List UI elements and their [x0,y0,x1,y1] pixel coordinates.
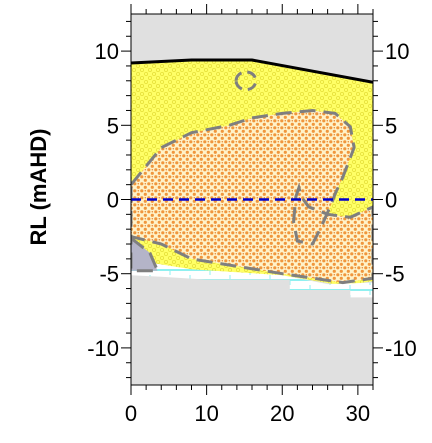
y-tick-label: 5 [385,113,397,138]
axis-ticks [121,4,383,395]
y-tick-label: 5 [107,113,119,138]
y-tick-label: -10 [87,336,119,361]
y-tick-label: -10 [385,336,417,361]
small-lens-outline [234,70,258,92]
ground-surface-line [131,58,373,84]
x-tick-label: 20 [270,401,294,426]
y-tick-labels-right: 10 5 0 -5 -10 [385,39,417,361]
y-tick-label: -5 [385,262,405,287]
orange-dotted-layer [131,108,373,285]
y-tick-labels-left: 10 5 0 -5 -10 [87,39,119,361]
y-tick-label: 10 [95,39,119,64]
y-axis-label: RL (mAHD) [26,129,51,246]
x-tick-label: 10 [194,401,218,426]
y-tick-label: 10 [385,39,409,64]
y-tick-label: -5 [99,262,119,287]
y-tick-label: 0 [385,188,397,213]
y-tick-label: 0 [107,188,119,213]
grey-lens-layer [131,236,160,273]
x-tick-label: 0 [125,401,137,426]
cyan-brick-layer [131,261,373,298]
x-tick-labels: 0 10 20 30 [125,401,370,426]
x-tick-label: 30 [346,401,370,426]
